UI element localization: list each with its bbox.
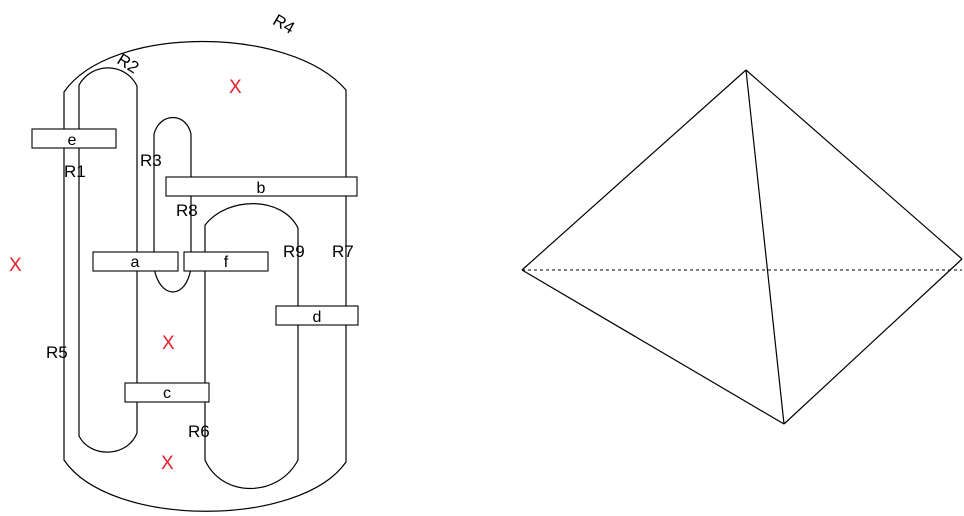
region-label-r9: R9 [283, 242, 305, 261]
tetrahedron-edge-right-bottom [783, 258, 963, 425]
region-label-r5: R5 [46, 343, 68, 362]
tetrahedron-edge-left-bottom [521, 269, 785, 425]
box-f-label: f [224, 254, 229, 271]
box-c-label: c [163, 385, 171, 402]
region-label-r8: R8 [176, 201, 198, 220]
outer-boundary-curve [63, 40, 347, 512]
box-a: a [92, 251, 179, 272]
box-e-label: e [68, 132, 77, 149]
tetrahedron-edge-top-bottom [745, 69, 785, 425]
marker-x-left: X [9, 255, 22, 276]
region-diagram: e b a f d c R1 R2 R3 R4 R5 R6 R7 R8 R9 [9, 10, 359, 512]
box-b-label: b [257, 180, 266, 197]
marker-x-bottom: X [161, 453, 174, 474]
box-f: f [183, 251, 269, 272]
tetrahedron-edge-top-left [521, 69, 747, 271]
box-d: d [275, 305, 359, 326]
box-a-label: a [131, 254, 140, 271]
region-label-r6: R6 [188, 422, 210, 441]
box-f-rect [183, 251, 269, 272]
box-e-rect [31, 128, 117, 149]
region-label-r7: R7 [332, 242, 354, 261]
box-c-rect [124, 382, 210, 403]
left-loop-curve [78, 67, 138, 453]
box-a-rect [92, 251, 179, 272]
box-b-rect [165, 176, 358, 197]
box-e: e [31, 128, 117, 149]
box-d-rect [275, 305, 359, 326]
marker-x-top: X [229, 77, 242, 98]
marker-x-middle: X [162, 333, 175, 354]
box-b: b [165, 176, 358, 197]
region-label-r3: R3 [140, 151, 162, 170]
box-d-label: d [313, 309, 322, 326]
region-label-r2: R2 [114, 50, 143, 78]
right-loop-curve [204, 203, 299, 490]
region-label-r1: R1 [64, 162, 86, 181]
tetrahedron-edge-top-right [745, 69, 963, 260]
tetrahedron-diagram [521, 69, 963, 425]
region-label-r4: R4 [270, 10, 298, 37]
box-c: c [124, 382, 210, 403]
